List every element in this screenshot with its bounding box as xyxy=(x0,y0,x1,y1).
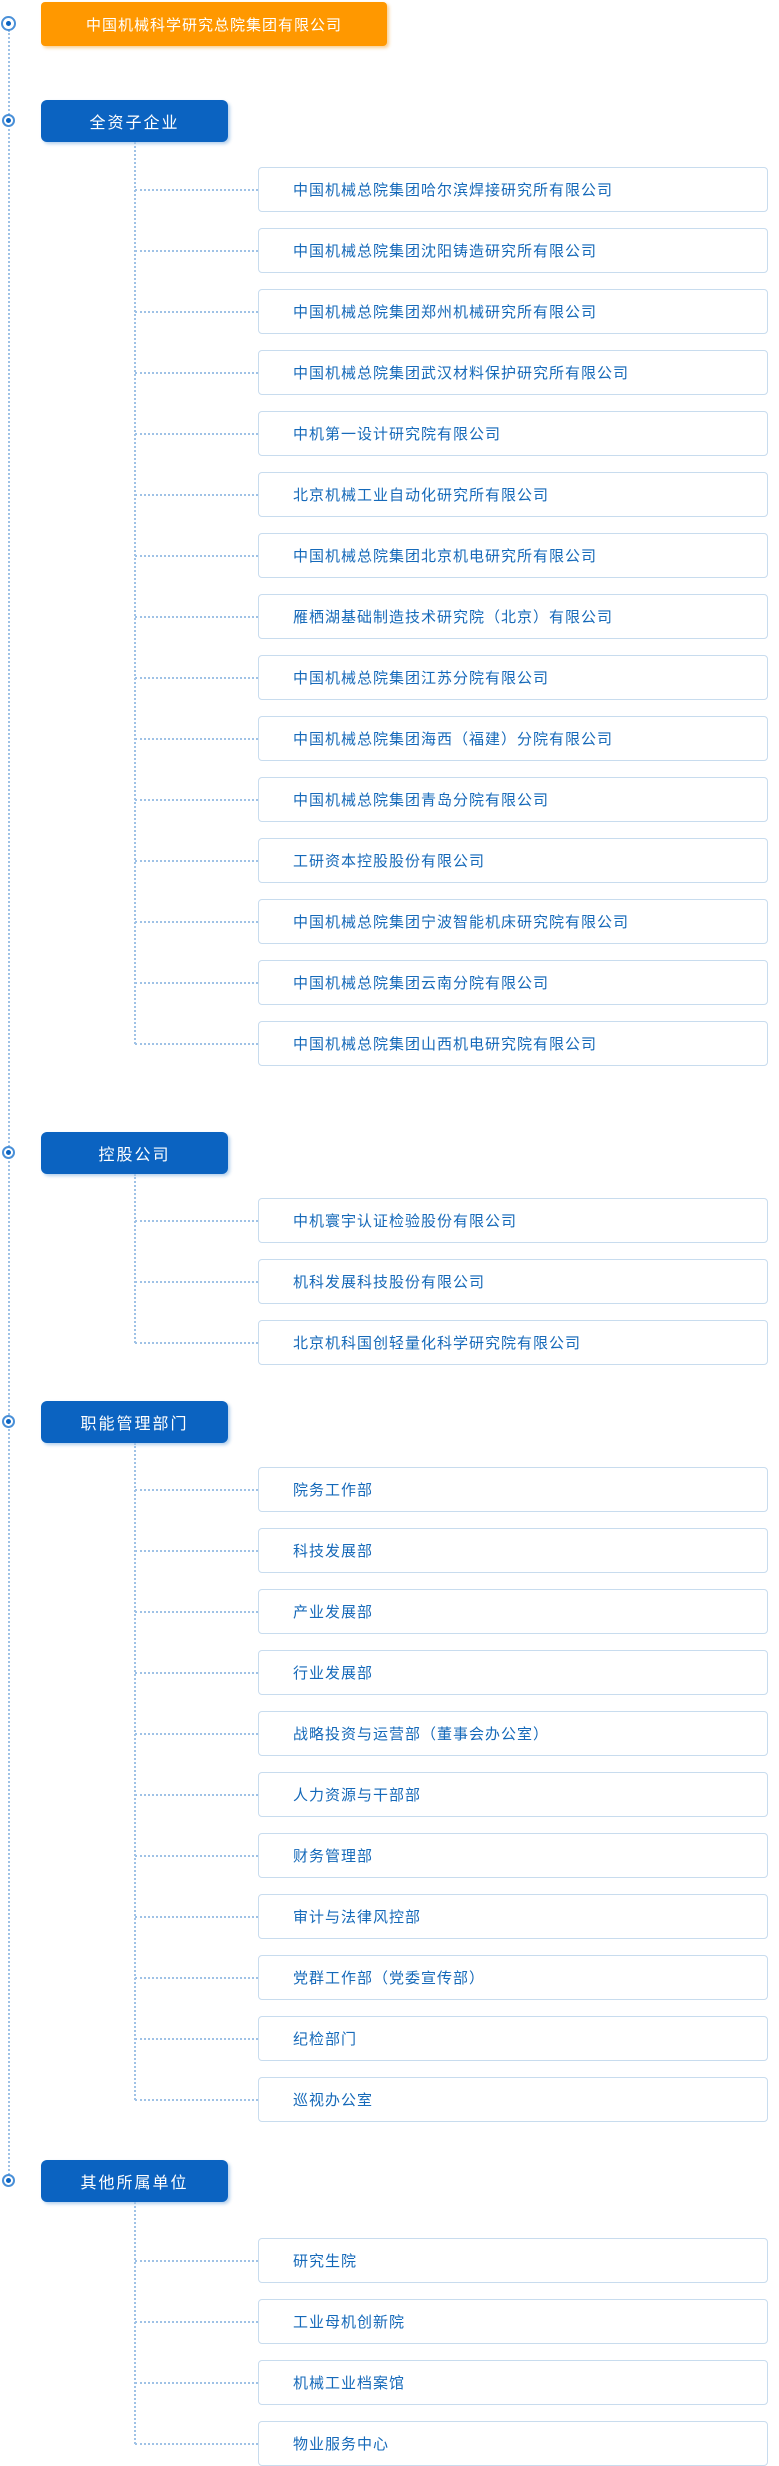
org-item-label: 中国机械总院集团海西（福建）分院有限公司 xyxy=(293,730,614,748)
org-item[interactable]: 巡视办公室 xyxy=(135,2077,768,2122)
section-header: 全资子企业 xyxy=(41,100,228,142)
org-item-label: 中国机械总院集团郑州机械研究所有限公司 xyxy=(293,303,598,321)
org-item[interactable]: 院务工作部 xyxy=(135,1467,768,1512)
org-item-label: 中国机械总院集团云南分院有限公司 xyxy=(293,974,550,992)
section-dotted-line xyxy=(134,1174,136,1343)
org-item[interactable]: 中机第一设计研究院有限公司 xyxy=(135,411,768,456)
org-item[interactable]: 北京机科国创轻量化科学研究院有限公司 xyxy=(135,1320,768,1365)
org-item-label: 中机寰宇认证检验股份有限公司 xyxy=(293,1212,518,1230)
org-item[interactable]: 工业母机创新院 xyxy=(135,2299,768,2344)
org-item[interactable]: 机科发展科技股份有限公司 xyxy=(135,1259,768,1304)
org-item[interactable]: 中机寰宇认证检验股份有限公司 xyxy=(135,1198,768,1243)
section-items: 中国机械总院集团哈尔滨焊接研究所有限公司 中国机械总院集团沈阳铸造研究所有限公司… xyxy=(0,167,779,1082)
org-item[interactable]: 雁栖湖基础制造技术研究院（北京）有限公司 xyxy=(135,594,768,639)
section-label: 其他所属单位 xyxy=(80,2173,189,2192)
section-header: 控股公司 xyxy=(41,1132,228,1174)
org-item-label: 中国机械总院集团沈阳铸造研究所有限公司 xyxy=(293,242,598,260)
org-item[interactable]: 中国机械总院集团宁波智能机床研究院有限公司 xyxy=(135,899,768,944)
org-item-label: 产业发展部 xyxy=(293,1603,374,1621)
org-item-label: 中国机械总院集团宁波智能机床研究院有限公司 xyxy=(293,913,630,931)
org-item-label: 工研资本控股股份有限公司 xyxy=(293,852,486,870)
org-item-label: 科技发展部 xyxy=(293,1542,374,1560)
org-item-label: 党群工作部（党委宣传部） xyxy=(293,1969,486,1987)
org-item-label: 机械工业档案馆 xyxy=(293,2374,406,2392)
root-org-title: 中国机械科学研究总院集团有限公司 xyxy=(41,2,387,46)
org-item-label: 财务管理部 xyxy=(293,1847,374,1865)
org-item-label: 审计与法律风控部 xyxy=(293,1908,422,1926)
org-item-label: 战略投资与运营部（董事会办公室） xyxy=(293,1725,550,1743)
org-item[interactable]: 人力资源与干部部 xyxy=(135,1772,768,1817)
org-item-label: 人力资源与干部部 xyxy=(293,1786,422,1804)
org-item-label: 院务工作部 xyxy=(293,1481,374,1499)
org-item[interactable]: 中国机械总院集团海西（福建）分院有限公司 xyxy=(135,716,768,761)
org-item-label: 工业母机创新院 xyxy=(293,2313,406,2331)
section-bullet-icon xyxy=(2,114,15,127)
org-item-label: 中机第一设计研究院有限公司 xyxy=(293,425,502,443)
org-item[interactable]: 党群工作部（党委宣传部） xyxy=(135,1955,768,2000)
section-label: 控股公司 xyxy=(98,1145,171,1164)
org-item[interactable]: 行业发展部 xyxy=(135,1650,768,1695)
org-item[interactable]: 中国机械总院集团青岛分院有限公司 xyxy=(135,777,768,822)
org-item[interactable]: 研究生院 xyxy=(135,2238,768,2283)
org-item-label: 中国机械总院集团江苏分院有限公司 xyxy=(293,669,550,687)
section-label: 全资子企业 xyxy=(89,113,180,132)
org-item-label: 纪检部门 xyxy=(293,2030,358,2048)
section-items: 院务工作部 科技发展部 产业发展部 行业发展部 战略投资与运营部（董事会办公室）… xyxy=(0,1467,779,2138)
section-bullet-icon xyxy=(2,1146,15,1159)
org-item[interactable]: 审计与法律风控部 xyxy=(135,1894,768,1939)
org-item[interactable]: 北京机械工业自动化研究所有限公司 xyxy=(135,472,768,517)
org-item-label: 雁栖湖基础制造技术研究院（北京）有限公司 xyxy=(293,608,614,626)
org-item-label: 北京机械工业自动化研究所有限公司 xyxy=(293,486,550,504)
org-item-label: 中国机械总院集团武汉材料保护研究所有限公司 xyxy=(293,364,630,382)
org-item-label: 巡视办公室 xyxy=(293,2091,374,2109)
section-items: 中机寰宇认证检验股份有限公司 机科发展科技股份有限公司 北京机科国创轻量化科学研… xyxy=(0,1198,779,1381)
org-item[interactable]: 机械工业档案馆 xyxy=(135,2360,768,2405)
org-item[interactable]: 工研资本控股股份有限公司 xyxy=(135,838,768,883)
section-dotted-line xyxy=(134,1443,136,2100)
org-item[interactable]: 科技发展部 xyxy=(135,1528,768,1573)
org-item[interactable]: 中国机械总院集团哈尔滨焊接研究所有限公司 xyxy=(135,167,768,212)
section-header: 职能管理部门 xyxy=(41,1401,228,1443)
org-item[interactable]: 中国机械总院集团山西机电研究院有限公司 xyxy=(135,1021,768,1066)
org-item[interactable]: 产业发展部 xyxy=(135,1589,768,1634)
org-item[interactable]: 中国机械总院集团郑州机械研究所有限公司 xyxy=(135,289,768,334)
org-item-label: 机科发展科技股份有限公司 xyxy=(293,1273,486,1291)
root-bullet-icon xyxy=(1,16,16,31)
org-item[interactable]: 中国机械总院集团云南分院有限公司 xyxy=(135,960,768,1005)
org-item-label: 行业发展部 xyxy=(293,1664,374,1682)
org-item[interactable]: 中国机械总院集团武汉材料保护研究所有限公司 xyxy=(135,350,768,395)
section-bullet-icon xyxy=(2,1415,15,1428)
org-item[interactable]: 中国机械总院集团沈阳铸造研究所有限公司 xyxy=(135,228,768,273)
org-item[interactable]: 纪检部门 xyxy=(135,2016,768,2061)
org-item-label: 研究生院 xyxy=(293,2252,358,2270)
org-item-label: 北京机科国创轻量化科学研究院有限公司 xyxy=(293,1334,582,1352)
org-item[interactable]: 中国机械总院集团江苏分院有限公司 xyxy=(135,655,768,700)
trunk-dotted-line xyxy=(8,30,10,2182)
section-label: 职能管理部门 xyxy=(80,1414,189,1433)
org-item[interactable]: 中国机械总院集团北京机电研究所有限公司 xyxy=(135,533,768,578)
org-item[interactable]: 物业服务中心 xyxy=(135,2421,768,2466)
org-item[interactable]: 战略投资与运营部（董事会办公室） xyxy=(135,1711,768,1756)
org-item-label: 物业服务中心 xyxy=(293,2435,390,2453)
org-item-label: 中国机械总院集团山西机电研究院有限公司 xyxy=(293,1035,598,1053)
section-bullet-icon xyxy=(2,2174,15,2187)
org-item-label: 中国机械总院集团青岛分院有限公司 xyxy=(293,791,550,809)
section-items: 研究生院 工业母机创新院 机械工业档案馆 物业服务中心 xyxy=(0,2238,779,2466)
section-dotted-line xyxy=(134,142,136,1044)
org-item-label: 中国机械总院集团北京机电研究所有限公司 xyxy=(293,547,598,565)
org-item-label: 中国机械总院集团哈尔滨焊接研究所有限公司 xyxy=(293,181,614,199)
section-header: 其他所属单位 xyxy=(41,2160,228,2202)
org-item[interactable]: 财务管理部 xyxy=(135,1833,768,1878)
